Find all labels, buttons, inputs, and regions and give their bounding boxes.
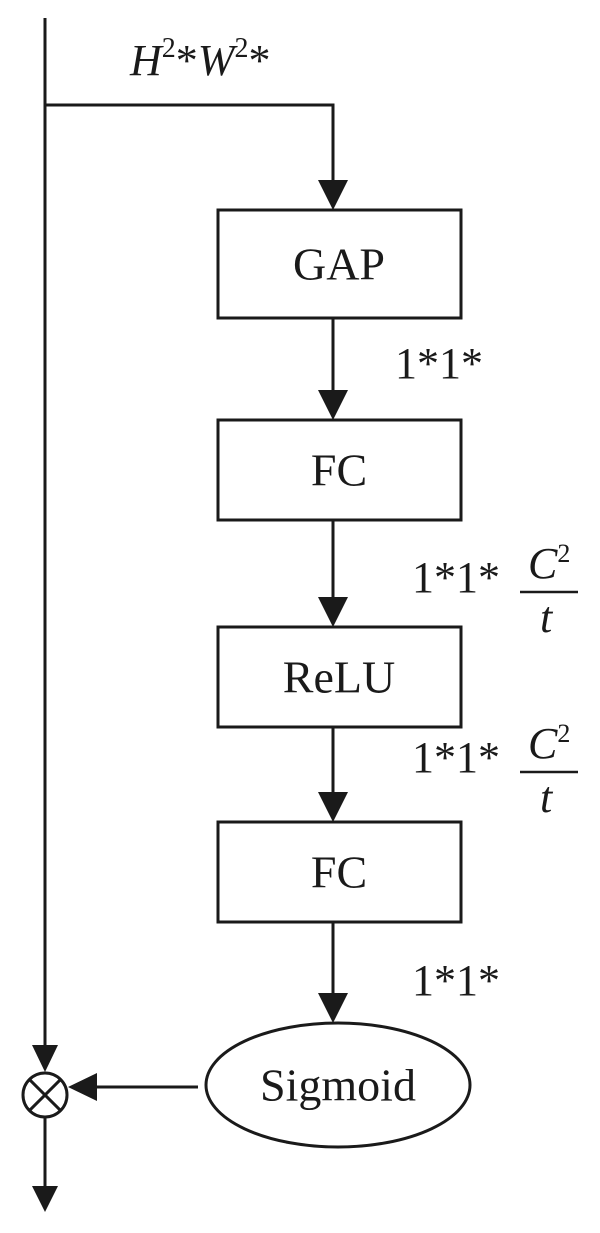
multiply-arrowhead (68, 1073, 97, 1101)
gap-label: GAP (293, 239, 385, 290)
relu-label: ReLU (283, 652, 395, 703)
input-dims-label: H2*W2* (129, 33, 270, 85)
dim-after-gap: 1*1* (395, 339, 483, 388)
dim-after-relu-numerator: C2 (528, 719, 570, 768)
dim-after-fc1-numerator: C2 (528, 539, 570, 588)
dim-after-fc1-denominator: t (540, 593, 554, 642)
branch-line (45, 103, 335, 180)
fc1-box (216, 418, 463, 522)
relu-arrowhead (318, 597, 348, 627)
sigmoid-ellipse (204, 1021, 472, 1149)
dim-after-relu-denominator: t (540, 773, 554, 822)
dim-after-fc1-prefix: 1*1* (412, 553, 500, 602)
multiply-cross-2 (28, 1078, 62, 1112)
fc2-box (216, 820, 463, 924)
skip-arrowhead (32, 1045, 58, 1072)
fc1-label: FC (311, 445, 367, 496)
sigmoid-label: Sigmoid (260, 1060, 416, 1111)
dim-after-fc2: 1*1* (412, 956, 500, 1005)
fc2-arrowhead (318, 792, 348, 822)
gap-box (216, 208, 463, 320)
relu-box (216, 625, 463, 729)
fc1-arrowhead (318, 390, 348, 420)
output-arrowhead (32, 1186, 58, 1212)
sigmoid-arrowhead (318, 993, 348, 1023)
fc2-label: FC (311, 847, 367, 898)
dim-after-relu-prefix: 1*1* (412, 733, 500, 782)
gap-arrowhead (318, 180, 348, 210)
